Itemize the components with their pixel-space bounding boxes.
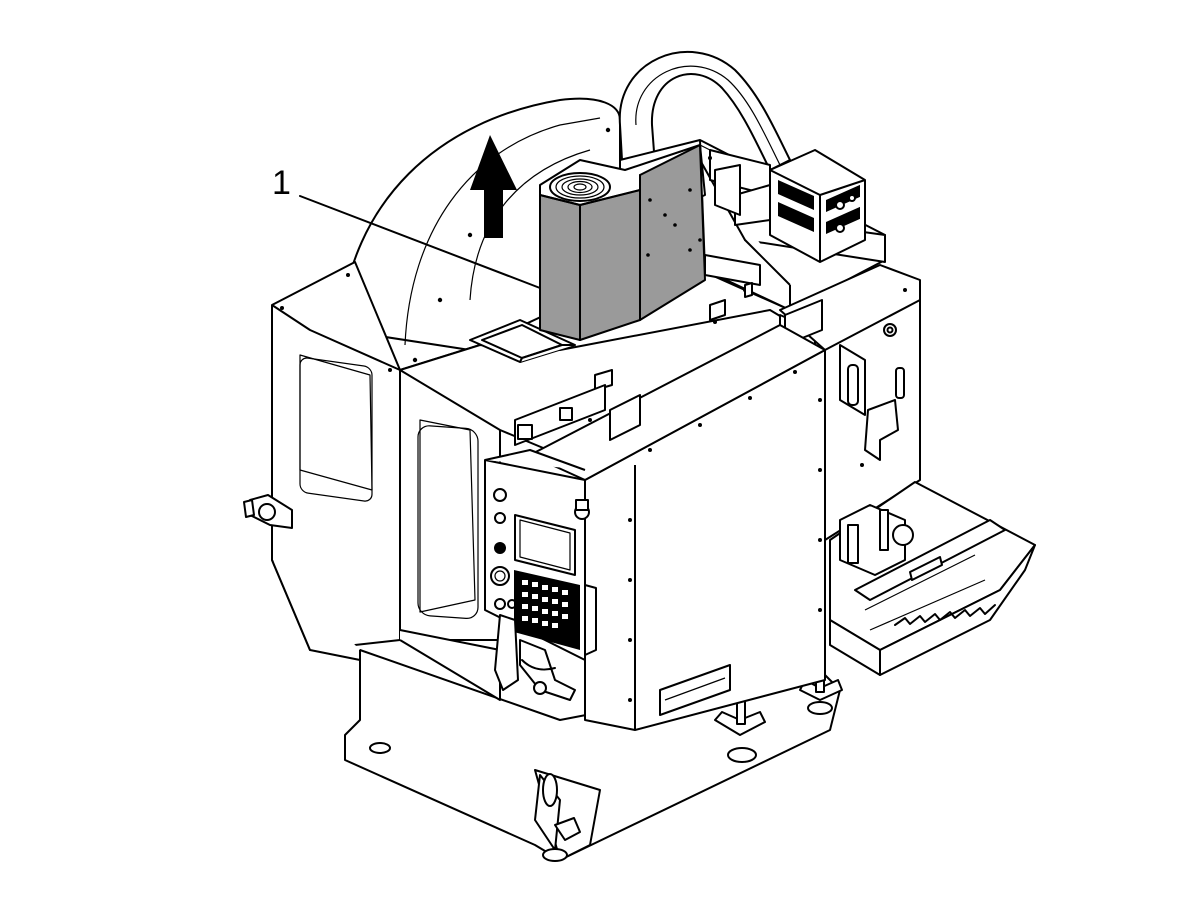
left-enclosure-panel bbox=[271, 261, 401, 661]
contactor-block bbox=[714, 149, 866, 263]
front-enclosure-box bbox=[514, 324, 826, 731]
cable-conduit bbox=[618, 51, 791, 171]
side-bracket bbox=[243, 494, 293, 529]
spindle-motor-cover bbox=[539, 144, 706, 341]
callout-number-1: 1 bbox=[272, 164, 291, 202]
chip-tray bbox=[829, 481, 1036, 676]
callout-leader-1 bbox=[299, 195, 541, 289]
up-arrow-icon bbox=[470, 135, 517, 238]
control-pendant bbox=[484, 449, 597, 701]
